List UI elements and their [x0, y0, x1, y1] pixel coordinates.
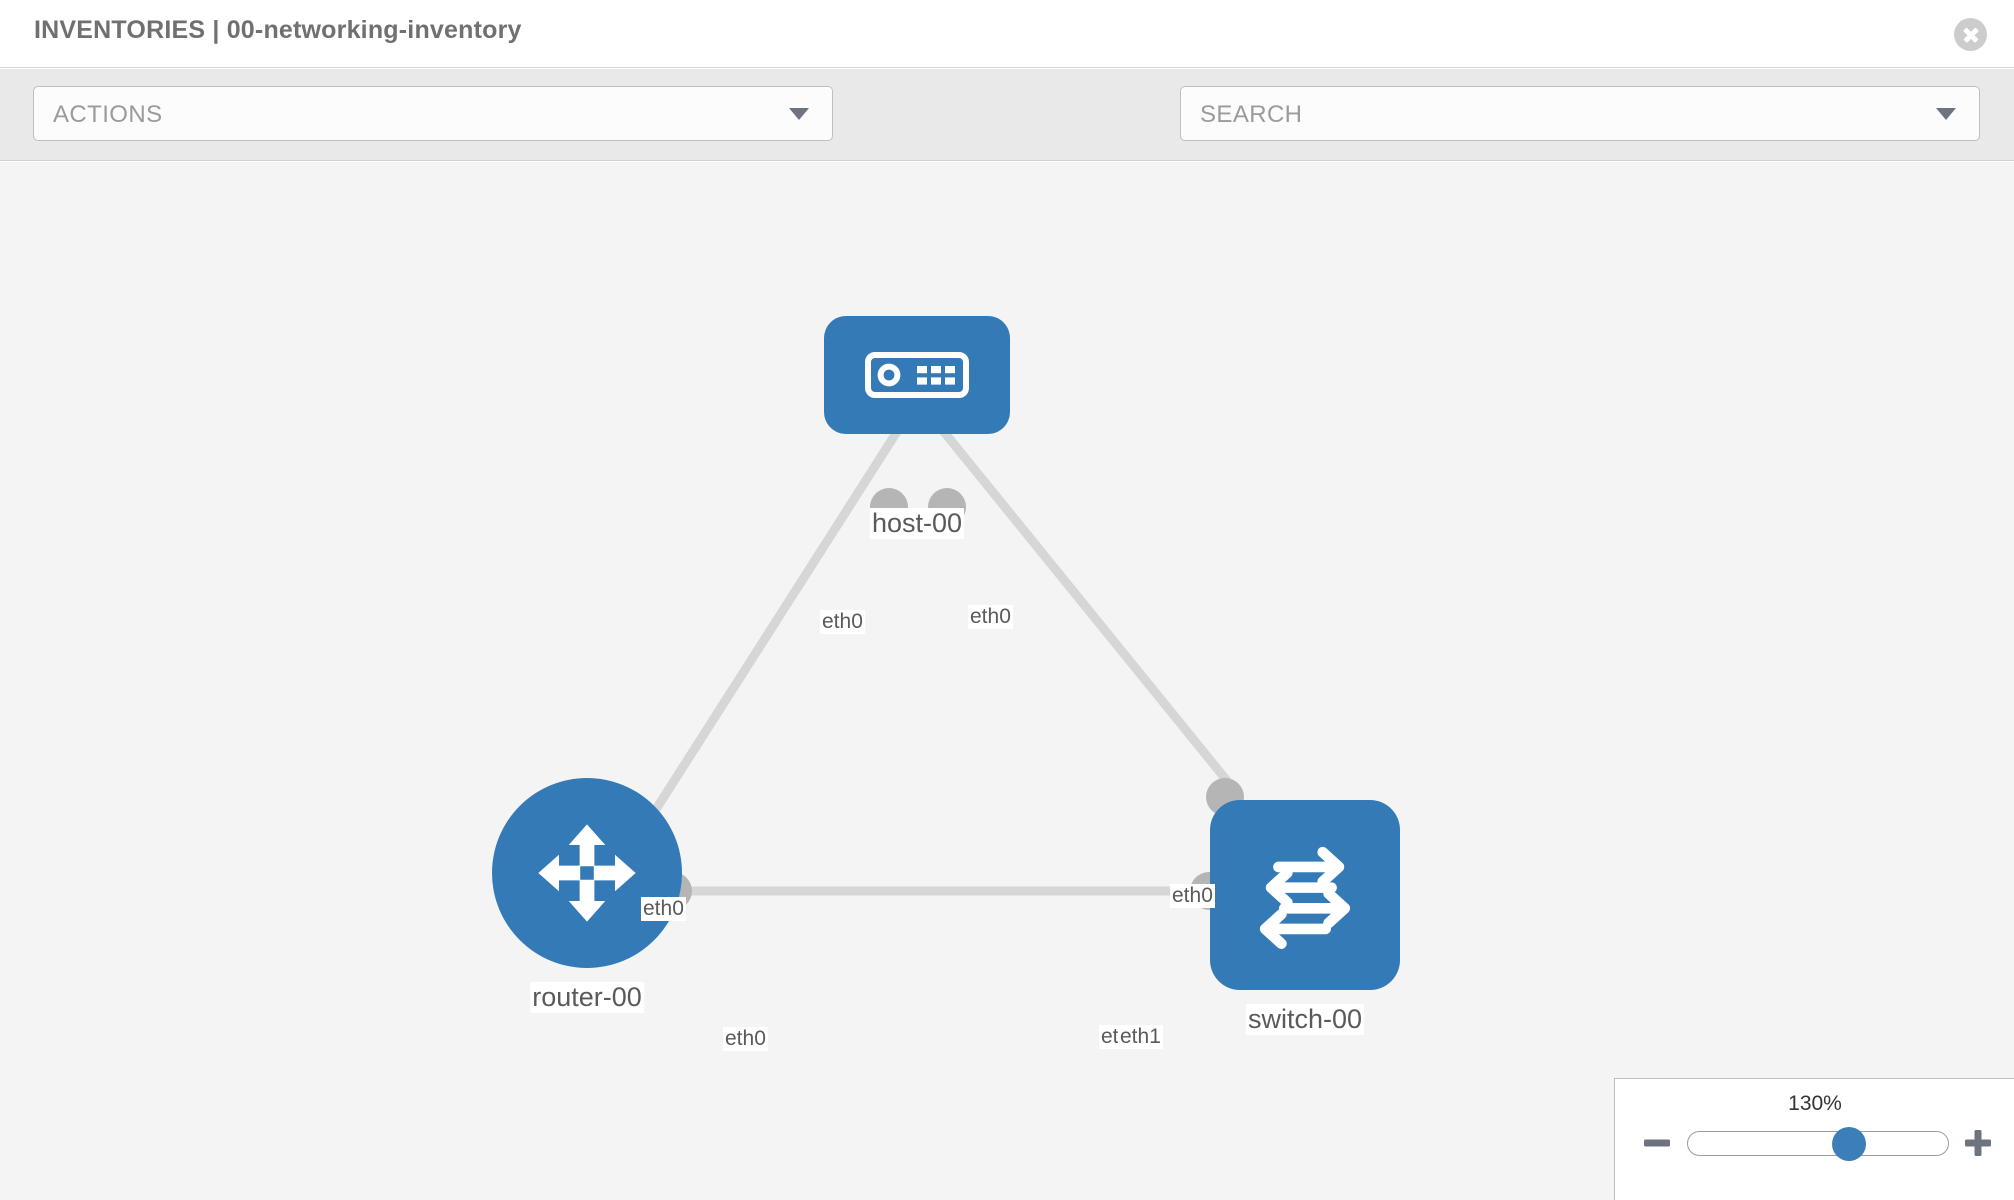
- zoom-out-button[interactable]: [1639, 1125, 1675, 1161]
- switch-arrows-icon: [1259, 846, 1351, 949]
- toolbar: ACTIONS SEARCH: [0, 69, 2014, 203]
- chevron-down-icon: [789, 107, 809, 120]
- node-router-00[interactable]: router-00: [492, 778, 692, 1058]
- node-switch-00-shape[interactable]: [1210, 800, 1400, 990]
- node-router-00-label: router-00: [530, 982, 644, 1013]
- zoom-level-label: 130%: [1788, 1092, 1842, 1115]
- topology-canvas[interactable]: host-00 eth0 eth0: [0, 162, 2014, 1200]
- edge-label-switch-left-b: eth1: [1118, 1025, 1163, 1049]
- node-host-00-shape[interactable]: [824, 316, 1010, 434]
- zoom-slider-thumb[interactable]: [1832, 1126, 1867, 1161]
- node-switch-00[interactable]: switch-00: [1190, 778, 1400, 1070]
- node-host-00[interactable]: host-00: [824, 316, 1010, 586]
- edge-label-host-right: eth0: [968, 605, 1013, 629]
- search-input[interactable]: SEARCH: [1180, 86, 1980, 141]
- node-router-00-shape[interactable]: [492, 778, 682, 968]
- page-title: INVENTORIES | 00-networking-inventory: [34, 16, 522, 44]
- plus-icon-stroke-v: [1974, 1130, 1982, 1156]
- router-arrows-icon: [538, 824, 636, 922]
- search-placeholder: SEARCH: [1200, 101, 1303, 128]
- node-switch-00-label: switch-00: [1245, 1004, 1365, 1035]
- edge-label-switch-up: eth0: [1170, 884, 1215, 908]
- actions-dropdown-label: ACTIONS: [53, 101, 163, 128]
- zoom-slider[interactable]: [1687, 1126, 1949, 1161]
- page-header: INVENTORIES | 00-networking-inventory: [0, 0, 2014, 68]
- actions-dropdown[interactable]: ACTIONS: [33, 86, 833, 141]
- close-icon[interactable]: [1954, 18, 1987, 51]
- node-host-00-label: host-00: [869, 508, 965, 539]
- edge-label-router-up: eth0: [641, 897, 686, 921]
- minus-icon: [1644, 1139, 1670, 1147]
- edge-label-router-right: eth0: [723, 1027, 768, 1051]
- edge-host-switch: [935, 422, 1237, 792]
- server-appliance-icon: [865, 352, 969, 398]
- zoom-control-panel: 130%: [1614, 1078, 2014, 1200]
- zoom-in-button[interactable]: [1960, 1125, 1996, 1161]
- edge-label-host-left: eth0: [820, 610, 865, 634]
- chevron-down-icon[interactable]: [1936, 107, 1956, 120]
